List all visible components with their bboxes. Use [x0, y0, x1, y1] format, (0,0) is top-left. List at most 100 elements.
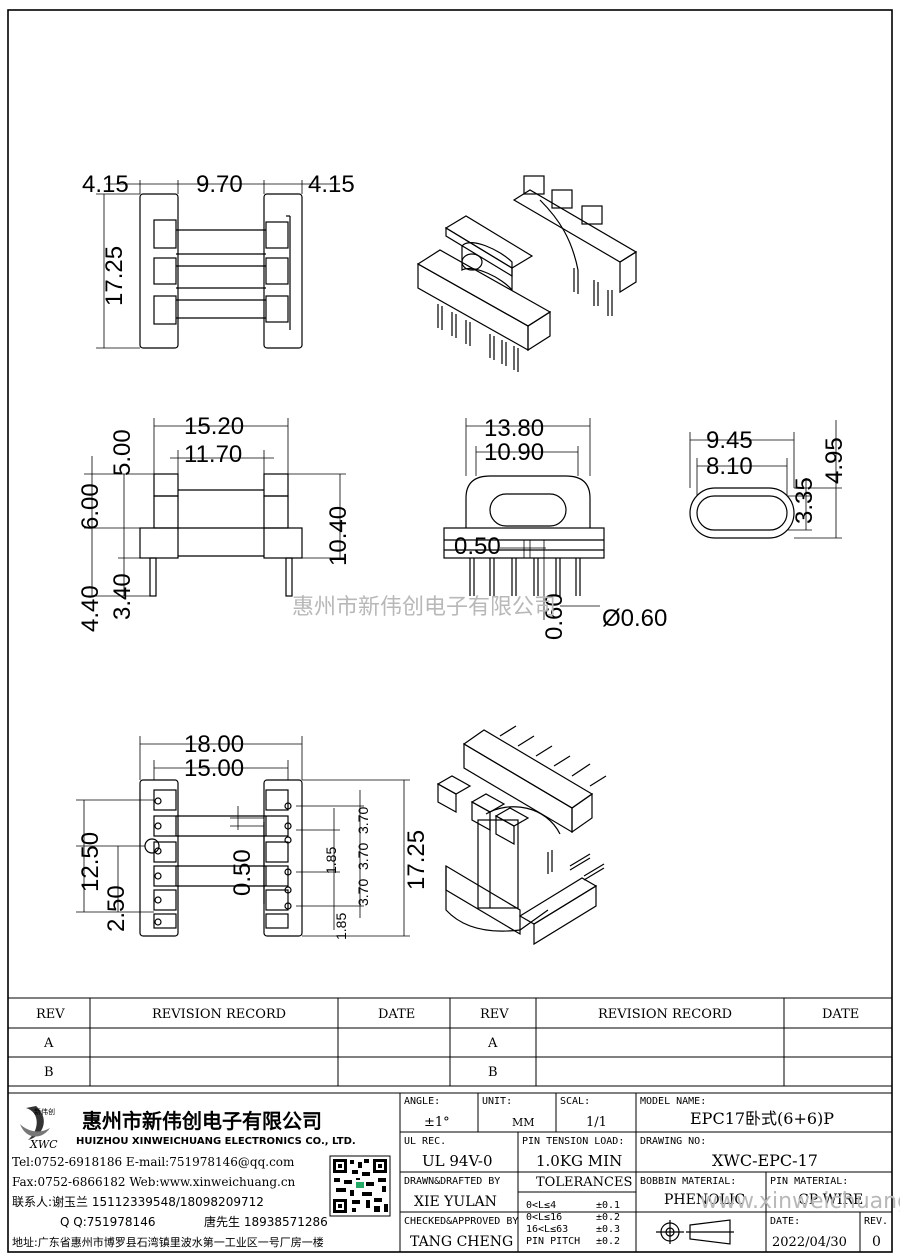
dim-front-15.20: 15.20 — [184, 413, 244, 440]
rev-row-b-right: B — [488, 1065, 498, 1080]
dim-bottom-1.85-top: 1.85 — [323, 847, 339, 874]
rev-header-left: REV — [36, 1007, 65, 1022]
dim-front-3.40: 3.40 — [109, 573, 136, 620]
checked-by-value: TANG CHENG — [410, 1234, 513, 1250]
rev-row-b-left: B — [44, 1065, 54, 1080]
checked-by-label: CHECKED&APPROVED BY — [404, 1216, 518, 1227]
rev-label: REV. — [864, 1216, 888, 1227]
title-block-grid — [8, 1092, 892, 1252]
company-contact-1: 联系人:谢玉兰 15112339548/18098209712 — [12, 1194, 264, 1209]
dim-window-9.45: 9.45 — [706, 427, 753, 454]
dim-bottom-15.00: 15.00 — [184, 755, 244, 782]
dim-bottom-1.85-bottom: 1.85 — [333, 913, 349, 940]
rev-value: 0 — [872, 1234, 881, 1250]
tol-value-3: ±0.3 — [596, 1224, 620, 1235]
company-fax-web: Fax:0752-6866182 Web:www.xinweichuang.cn — [12, 1175, 296, 1189]
isometric-view-top — [416, 175, 638, 372]
tol-range-1: 0<L≤4 — [526, 1200, 556, 1211]
date-value: 2022/04/30 — [772, 1235, 847, 1250]
side-view — [443, 418, 605, 620]
pin-material-label: PIN MATERIAL: — [770, 1176, 848, 1187]
ul-value: UL 94V-0 — [422, 1152, 493, 1170]
dim-front-6.00: 6.00 — [77, 483, 104, 530]
drawn-by-label: DRAWN&DRAFTED BY — [404, 1176, 500, 1187]
rev-header-right: REV — [480, 1007, 509, 1022]
scal-label: SCAL: — [560, 1096, 590, 1107]
company-contact-2: 唐先生 18938571286 — [204, 1214, 328, 1229]
sheet-border — [7, 9, 893, 1253]
drawn-by-value: XIE YULAN — [414, 1194, 497, 1210]
bottom-view — [76, 736, 410, 937]
tol-value-1: ±0.1 — [596, 1200, 620, 1211]
dim-front-4.40: 4.40 — [77, 585, 104, 632]
company-logo: 新伟创 XWC — [20, 1106, 58, 1151]
angle-value: ±1° — [424, 1115, 450, 1130]
tol-value-4: ±0.2 — [596, 1236, 620, 1247]
pin-tension-label: PIN TENSION LOAD: — [522, 1136, 624, 1147]
company-qq: Q Q:751978146 — [60, 1215, 155, 1229]
dim-bottom-2.50: 2.50 — [103, 885, 130, 932]
dim-side-10.90: 10.90 — [484, 439, 544, 466]
revision-table — [8, 997, 892, 1087]
isometric-view-bottom — [436, 725, 607, 946]
dim-top-4.15-right: 4.15 — [308, 171, 355, 198]
dim-side-pin-dia: Ø0.60 — [602, 605, 667, 632]
bobbin-material-label: BOBBIN MATERIAL: — [640, 1176, 736, 1187]
company-name-cn: 惠州市新伟创电子有限公司 — [82, 1109, 322, 1133]
company-address: 地址:广东省惠州市博罗县石湾镇里波水第一工业区一号厂房一楼 — [12, 1235, 324, 1249]
tol-range-3: 16<L≤63 — [526, 1224, 568, 1235]
rev-row-a-right: A — [487, 1036, 498, 1051]
tol-range-4: PIN PITCH — [526, 1236, 580, 1247]
tol-value-2: ±0.2 — [596, 1212, 620, 1223]
pin-tension-value: 1.0KG MIN — [536, 1152, 622, 1170]
dim-bottom-0.50: 0.50 — [229, 849, 256, 896]
ul-label: UL REC. — [404, 1136, 446, 1147]
dim-top-17.25: 17.25 — [101, 246, 128, 306]
unit-label: UNIT: — [482, 1096, 512, 1107]
revision-record-header-left: REVISION RECORD — [152, 1007, 286, 1022]
dim-bottom-17.25: 17.25 — [403, 830, 430, 890]
watermark-url: www.xinweichuang.cn — [700, 1189, 900, 1214]
window-view — [689, 420, 842, 539]
revision-record-header-right: REVISION RECORD — [598, 1007, 732, 1022]
company-name-en: HUIZHOU XINWEICHUANG ELECTRONICS CO., LT… — [76, 1136, 356, 1147]
angle-label: ANGLE: — [404, 1096, 440, 1107]
tol-range-2: 0<L≤16 — [526, 1212, 562, 1223]
date-label: DATE: — [770, 1216, 800, 1227]
qr-code — [329, 1155, 391, 1217]
tolerances-label: TOLERANCES — [536, 1175, 632, 1190]
dim-front-10.40: 10.40 — [325, 506, 352, 566]
unit-value: MM — [512, 1116, 535, 1129]
front-view — [84, 418, 346, 597]
dim-side-13.80: 13.80 — [484, 415, 544, 442]
date-header-left: DATE — [378, 1007, 415, 1022]
dim-front-11.70: 11.70 — [184, 441, 242, 468]
company-tel-email: Tel:0752-6918186 E-mail:751978146@qq.com — [12, 1155, 295, 1169]
rev-row-a-left: A — [43, 1036, 54, 1051]
logo-cn-text: 新伟创 — [34, 1107, 55, 1116]
dim-side-0.50: 0.50 — [454, 533, 501, 560]
model-value: EPC17卧式(6+6)P — [690, 1109, 834, 1128]
bobbin-material-value: PHENOLIC — [664, 1192, 745, 1208]
drawing-no-label: DRAWING NO: — [640, 1136, 706, 1147]
dim-window-4.95: 4.95 — [821, 437, 848, 484]
dim-window-3.35: 3.35 — [791, 477, 818, 524]
model-label: MODEL NAME: — [640, 1096, 706, 1107]
pin-material-value: CP WIRE — [798, 1192, 863, 1208]
projection-symbol-icon — [656, 1219, 734, 1245]
dim-bottom-12.50: 12.50 — [77, 832, 104, 892]
dim-window-8.10: 8.10 — [706, 453, 753, 480]
logo-abbr: XWC — [29, 1138, 58, 1151]
date-header-right: DATE — [822, 1007, 859, 1022]
dim-front-5.00: 5.00 — [109, 429, 136, 476]
dim-bottom-18.00: 18.00 — [184, 731, 244, 758]
watermark-text: 惠州市新伟创电子有限公司 — [292, 595, 556, 620]
dim-top-4.15-left: 4.15 — [82, 171, 129, 198]
scal-value: 1/1 — [586, 1115, 607, 1130]
dim-top-9.70: 9.70 — [196, 171, 243, 198]
top-view — [96, 180, 340, 349]
dim-bottom-3.70-b: 3.70 — [355, 843, 371, 870]
drawing-no-value: XWC-EPC-17 — [712, 1151, 818, 1170]
dim-side-0.60: 0.60 — [541, 593, 568, 640]
